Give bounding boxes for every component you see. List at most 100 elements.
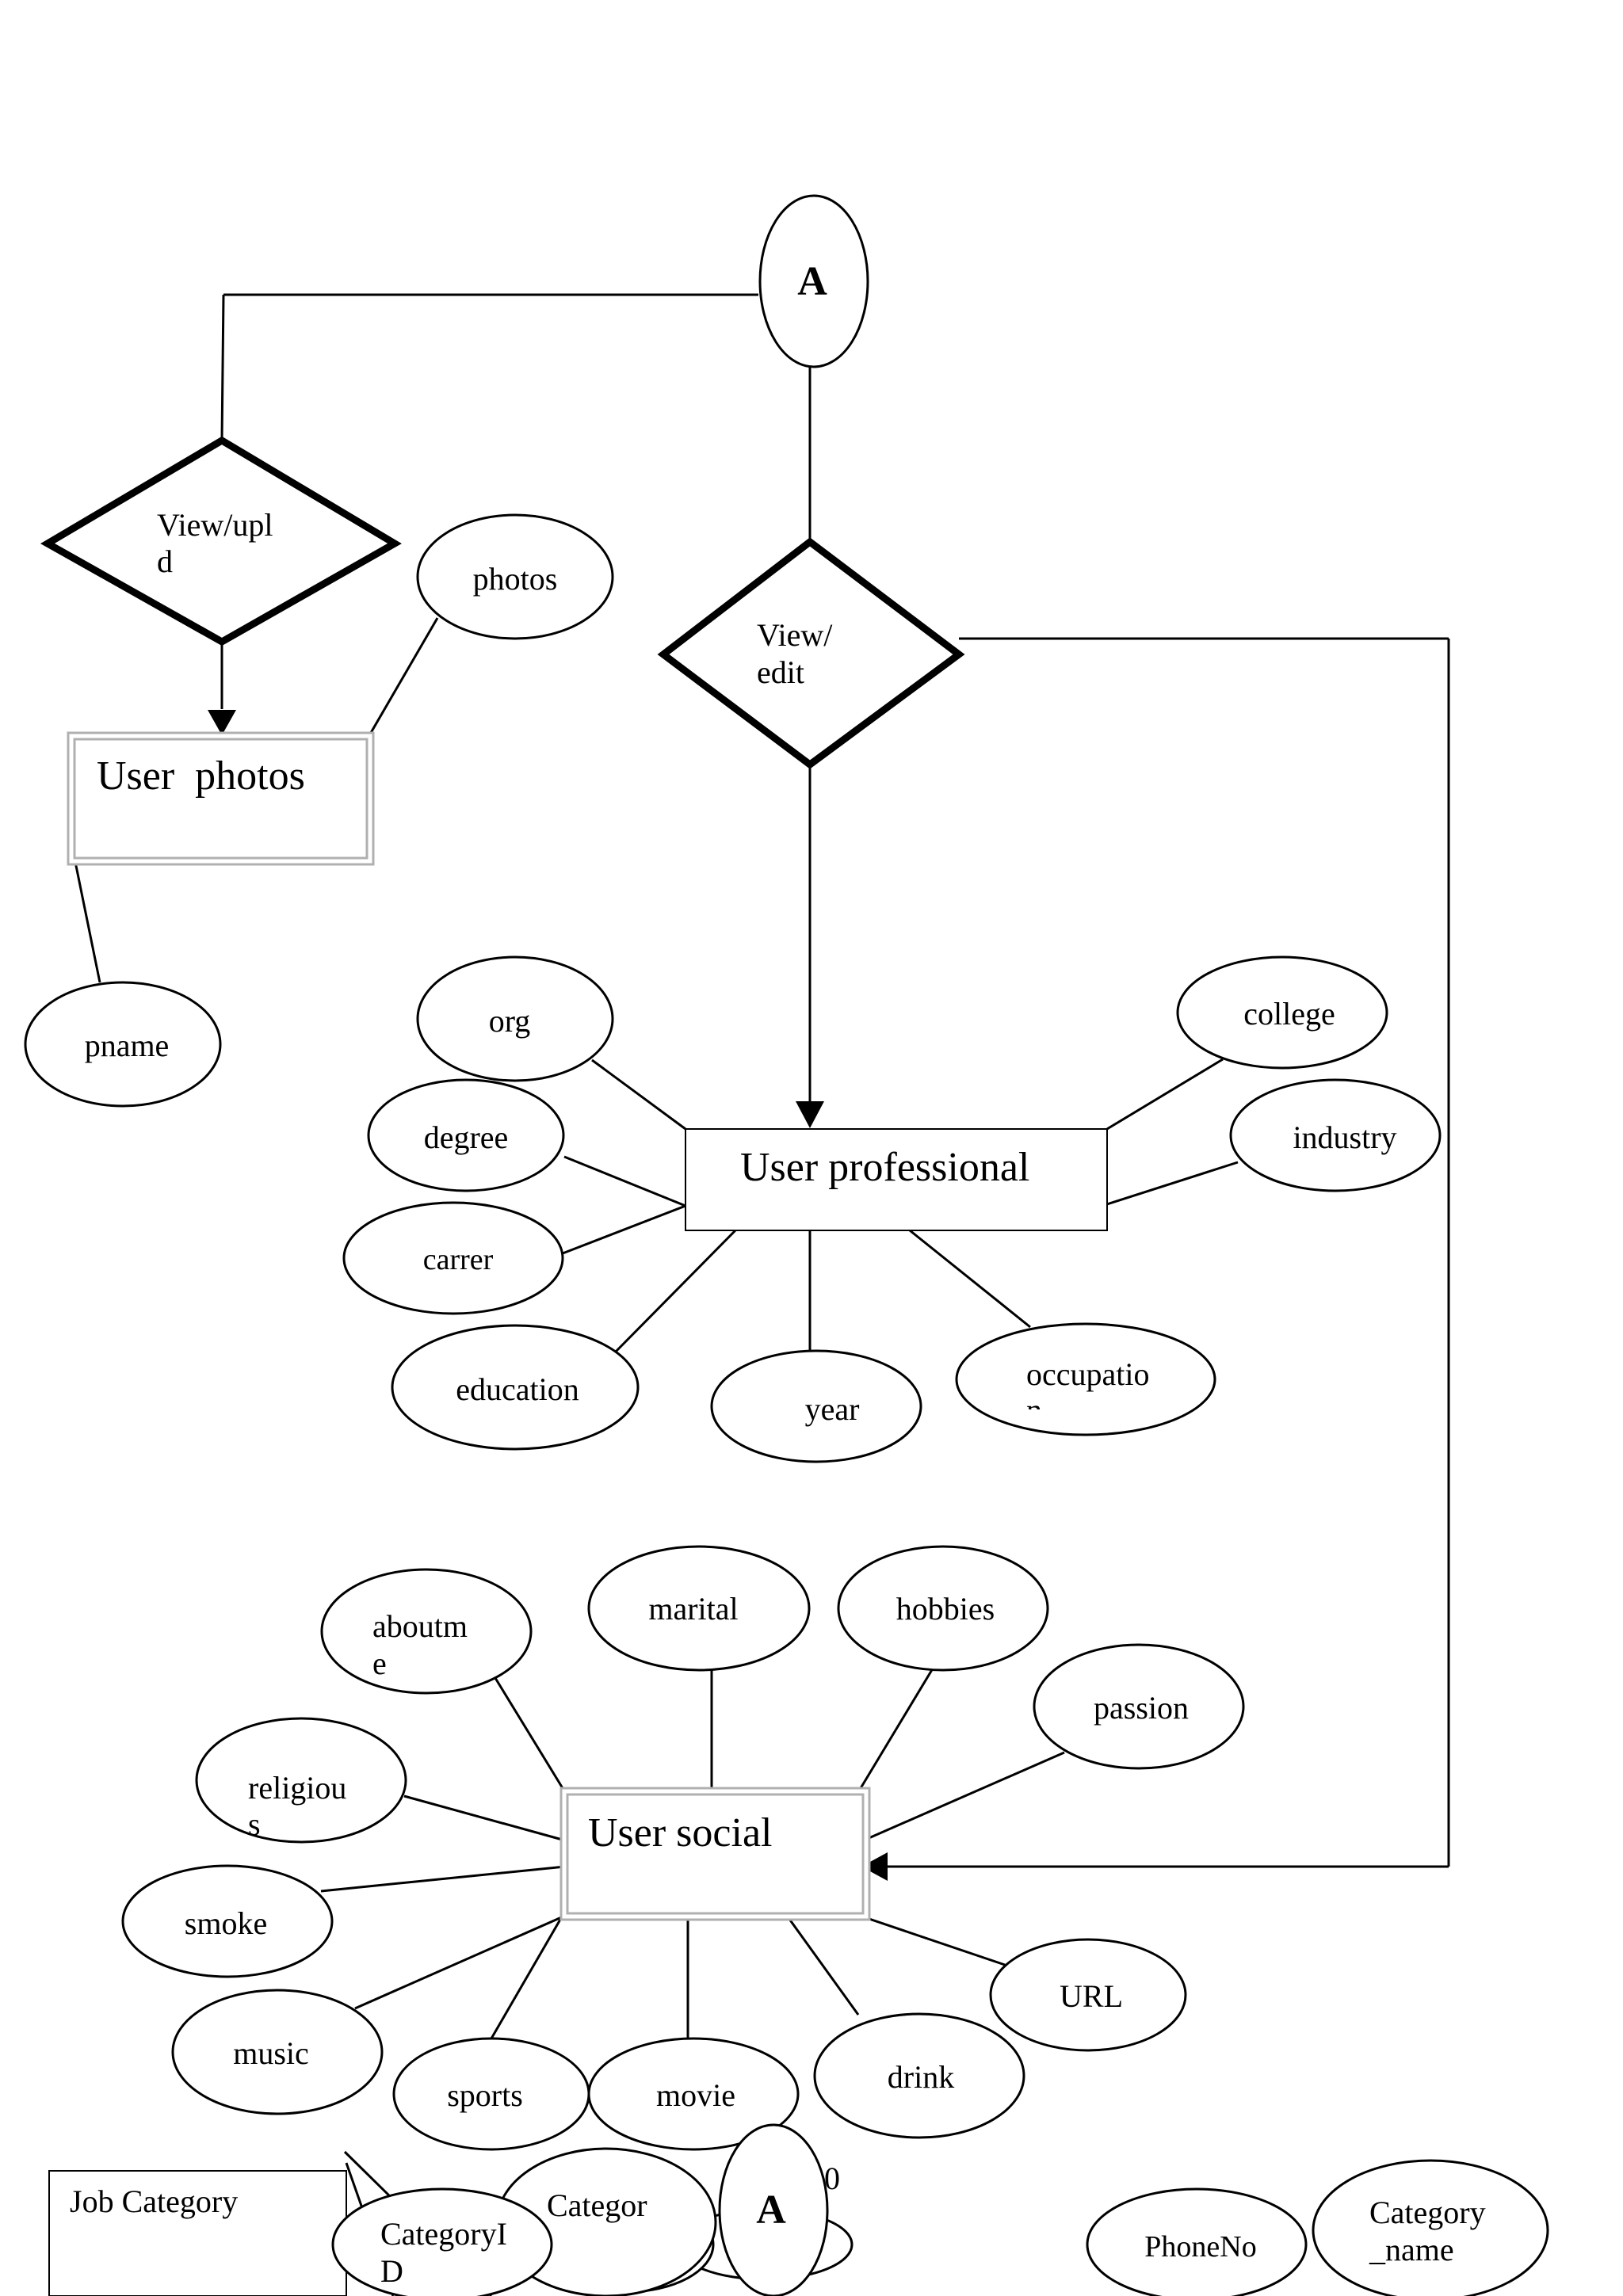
attr-smoke xyxy=(121,1864,334,1978)
attr-smoke-label: smoke xyxy=(185,1905,267,1941)
attr-religious-label-1: religiou xyxy=(248,1770,346,1806)
attr-photos-label: photos xyxy=(473,561,558,597)
attr-photos xyxy=(416,513,614,640)
view-upload-label-1: View/upl xyxy=(157,507,273,543)
attr-category-name-label-2: _name xyxy=(1369,2232,1454,2267)
job-category-label: Job Category xyxy=(70,2183,238,2219)
attr-education xyxy=(391,1324,640,1451)
link-degree xyxy=(563,1155,686,1207)
attr-industry xyxy=(1229,1078,1442,1192)
attr-movie xyxy=(587,2037,800,2151)
attr-carrer xyxy=(342,1201,564,1315)
attr-category-id xyxy=(331,2187,553,2296)
link-photos xyxy=(367,617,439,738)
arrowheads xyxy=(208,710,888,1881)
entity-user-professional: User professional xyxy=(685,1128,1108,1231)
link-carrer xyxy=(562,1204,686,1255)
link-drink xyxy=(785,1915,860,2016)
attr-category-id-label-1: CategoryI xyxy=(380,2216,507,2252)
relationship-view-edit: View/ edit xyxy=(657,537,965,769)
link-hobbies xyxy=(857,1668,934,1793)
attr-year xyxy=(710,1349,922,1463)
link-passion xyxy=(859,1751,1065,1844)
entity-user-photos: User photos xyxy=(67,731,375,866)
attr-pname-label: pname xyxy=(85,1028,170,1063)
attr-religious-label-2: s xyxy=(248,1806,261,1842)
stray-digit: 0 xyxy=(824,2161,840,2196)
attr-category-name-label-1: Category xyxy=(1369,2195,1486,2230)
attr-movie-label: movie xyxy=(656,2077,735,2113)
attr-degree-label: degree xyxy=(424,1119,509,1155)
attr-carrer-label: carrer xyxy=(423,1243,494,1276)
arrow-to-social xyxy=(861,1852,888,1881)
bottom-fragment: Job Category PhoneNo Category _name Cate… xyxy=(48,2123,1549,2296)
attr-phone-no-label: PhoneNo xyxy=(1144,2230,1256,2264)
attr-aboutme-label-1: aboutm xyxy=(372,1608,468,1644)
attr-pname xyxy=(24,981,222,1108)
attr-passion-label: passion xyxy=(1094,1690,1189,1726)
user-social-label: User social xyxy=(588,1810,772,1855)
link-industry xyxy=(1106,1161,1239,1206)
attr-hobbies-label: hobbies xyxy=(896,1591,995,1627)
attr-url xyxy=(989,1938,1187,2052)
link-college xyxy=(1106,1058,1224,1131)
link-sports xyxy=(490,1917,563,2039)
attributes xyxy=(24,513,1442,2151)
connector-lines xyxy=(74,293,1450,2296)
user-professional-label: User professional xyxy=(740,1145,1029,1190)
attr-org xyxy=(416,955,614,1082)
connector-a-bottom-label: A xyxy=(756,2187,786,2233)
link-music xyxy=(354,1914,566,2010)
link-url xyxy=(859,1914,1006,1966)
arrow-to-professional xyxy=(796,1101,824,1128)
attr-occupation xyxy=(955,1322,1216,1436)
line-left-down xyxy=(220,294,225,441)
attr-degree xyxy=(367,1078,565,1192)
attr-aboutme-label-2: e xyxy=(372,1646,387,1681)
attr-category-id-label-2: D xyxy=(380,2253,403,2289)
attr-passion xyxy=(1033,1643,1245,1770)
view-edit-label-1: View/ xyxy=(757,617,833,653)
attr-org-label: org xyxy=(489,1003,531,1039)
attr-year-label: year xyxy=(805,1391,860,1427)
attr-music-label: music xyxy=(233,2035,309,2071)
attr-category-label: Categor xyxy=(547,2187,647,2223)
attr-drink xyxy=(813,2012,1025,2139)
arrow-to-photos xyxy=(208,710,236,735)
link-org xyxy=(591,1058,686,1131)
link-religious xyxy=(403,1794,566,1842)
connector-a-top: A xyxy=(758,194,869,368)
attr-sports-label: sports xyxy=(447,2077,523,2113)
link-education xyxy=(613,1229,737,1355)
attr-hobbies xyxy=(837,1545,1049,1672)
view-edit-label-2: edit xyxy=(757,654,804,690)
relationship-view-upload: View/upl d xyxy=(40,436,402,646)
attr-music xyxy=(171,1989,384,2115)
link-occupation xyxy=(909,1229,1031,1329)
attr-industry-label: industry xyxy=(1293,1119,1396,1155)
attr-marital-label: marital xyxy=(648,1591,738,1627)
link-pname xyxy=(74,861,101,983)
attr-college xyxy=(1176,955,1388,1070)
attr-category-name xyxy=(1312,2159,1549,2296)
link-smoke xyxy=(320,1865,566,1893)
attr-drink-label: drink xyxy=(888,2059,954,2095)
view-upload-label-2: d xyxy=(157,543,173,579)
entity-user-social: User social xyxy=(559,1787,871,1921)
link-aboutme xyxy=(494,1677,567,1793)
user-photos-label: User photos xyxy=(97,753,305,799)
attribute-labels: photos pname org degree carrer education… xyxy=(85,561,1397,2113)
attr-occupation-label-2: n xyxy=(1026,1392,1042,1428)
attr-phone-no xyxy=(1086,2187,1308,2296)
attr-religious xyxy=(195,1717,407,1844)
attr-education-label: education xyxy=(456,1371,579,1407)
attr-occupation-label-1: occupatio xyxy=(1026,1356,1150,1392)
attr-marital xyxy=(587,1545,811,1672)
attr-college-label: college xyxy=(1243,996,1335,1032)
connector-a-bottom xyxy=(718,2123,829,2296)
attr-aboutme xyxy=(320,1568,533,1695)
connector-a-top-label: A xyxy=(797,259,827,304)
entity-job-category xyxy=(48,2170,347,2296)
attr-url-label: URL xyxy=(1060,1978,1123,2014)
